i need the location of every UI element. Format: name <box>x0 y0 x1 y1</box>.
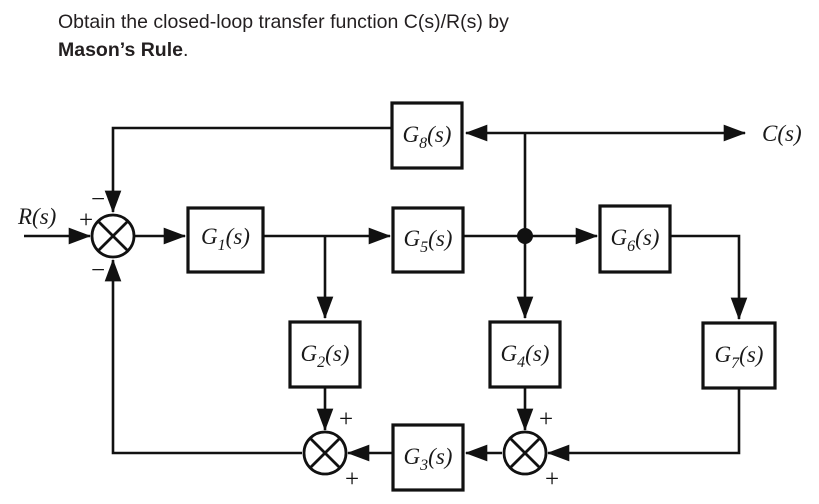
block-g7[interactable]: G7(s) <box>701 321 777 390</box>
block-g4[interactable]: G4(s) <box>488 320 562 389</box>
summing-junction-right-bottom[interactable] <box>502 430 548 476</box>
prompt-line-2-bold: Mason’s Rule <box>58 39 183 61</box>
wire-g6-to-g7 <box>670 234 748 321</box>
block-g3[interactable]: G3(s) <box>391 423 465 492</box>
wire-sum-left-feedback-to-input-sum <box>104 258 302 455</box>
sign-input-sum-bottom: − <box>91 257 105 284</box>
sign-left-sum-top: + <box>339 406 353 433</box>
block-g6[interactable]: G6(s) <box>598 204 672 274</box>
block-g6-label: G6(s) <box>611 225 660 255</box>
block-g4-label: G4(s) <box>501 341 550 371</box>
block-g2[interactable]: G2(s) <box>288 320 362 389</box>
sign-input-sum-left: + <box>79 207 93 234</box>
prompt-line-2-tail: . <box>182 39 189 61</box>
sign-left-sum-right: + <box>345 466 359 493</box>
sign-right-sum-right: + <box>545 466 559 493</box>
output-signal-label: C(s) <box>762 121 802 146</box>
input-signal-label: R(s) <box>17 204 56 229</box>
sign-input-sum-top: − <box>91 186 105 213</box>
question-prompt: Obtain the closed-loop transfer function… <box>58 8 758 64</box>
wire-g8-feedback-to-sum <box>104 126 392 214</box>
block-g5[interactable]: G5(s) <box>391 206 465 274</box>
summing-junction-input[interactable] <box>90 213 136 259</box>
prompt-line-1: Obtain the closed-loop transfer function… <box>58 11 509 33</box>
summing-junction-left-bottom[interactable] <box>302 430 348 476</box>
block-g1[interactable]: G1(s) <box>186 206 265 274</box>
block-g8[interactable]: G8(s) <box>390 101 464 170</box>
wire-g7-to-sum-right <box>546 388 741 462</box>
signal-takeoff-dot <box>517 228 533 244</box>
sign-right-sum-top: + <box>539 406 553 433</box>
